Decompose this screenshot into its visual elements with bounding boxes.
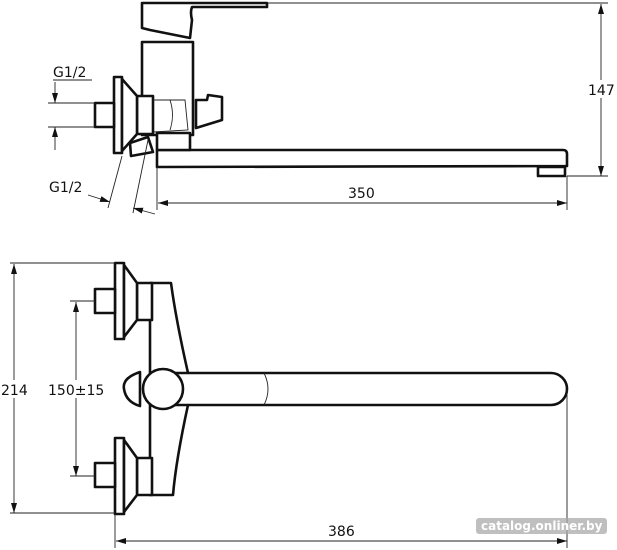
top-dimensions: 214 150±15 386 (0, 262, 568, 548)
lever-hub (141, 367, 185, 411)
spout-reach-label: 350 (348, 186, 375, 202)
inlet-pipe (93, 101, 116, 129)
height-label: 147 (588, 83, 615, 99)
flange-upper (113, 261, 126, 341)
top-view-faucet (93, 261, 569, 516)
total-length-label: 386 (328, 524, 355, 540)
side-view-faucet (93, 1, 569, 178)
diverter-knob (194, 93, 224, 130)
watermark: catalog.onliner.by (476, 518, 608, 534)
flange-cone (120, 77, 139, 153)
eccentric-nut (135, 94, 155, 136)
inlet-spacing-label: 150±15 (48, 383, 104, 399)
pipe-lower (93, 461, 117, 489)
spout (155, 148, 569, 169)
thread-label-upper: G1/2 (53, 65, 86, 81)
total-height-label: 214 (1, 383, 28, 399)
body-base (155, 131, 192, 152)
pipe-upper (93, 287, 117, 315)
nut-lower (135, 456, 154, 497)
thread-label-lower: G1/2 (49, 180, 82, 196)
back-cap (122, 370, 142, 408)
flange-lower (113, 436, 126, 516)
lever-handle (140, 1, 269, 40)
spout-aerator (536, 165, 567, 178)
spout-top (158, 371, 569, 407)
nut-upper (135, 281, 154, 322)
side-dimensions: G1/2 G1/2 350 147 (48, 2, 617, 215)
